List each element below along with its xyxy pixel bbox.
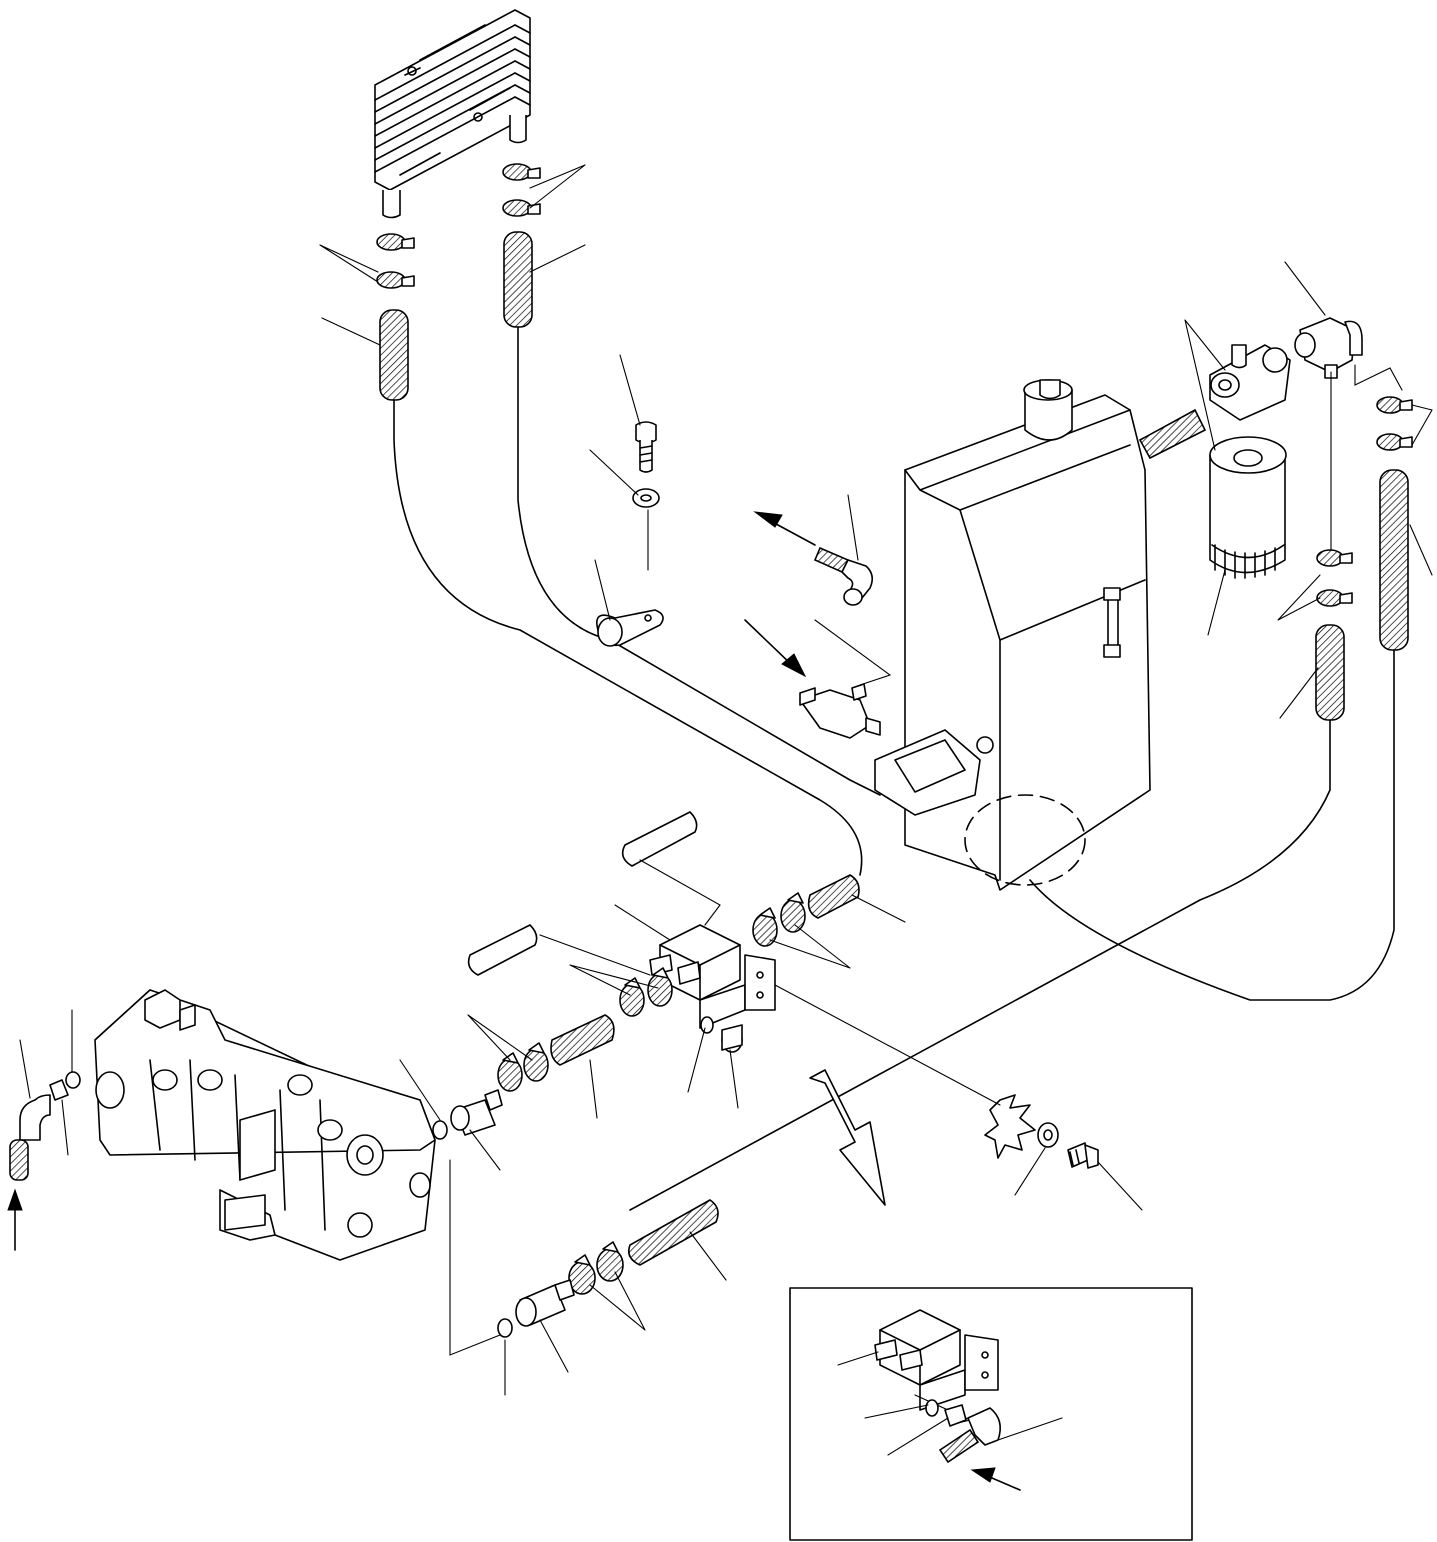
hose-clamp-manifold-1 [752, 907, 778, 947]
elbow-fitting-top-right [1294, 317, 1363, 379]
hose-lower [627, 1199, 719, 1266]
oil-cooler [374, 9, 531, 219]
adapter-inlet [49, 1071, 81, 1101]
plug-small [721, 1024, 743, 1053]
hose-manifold-upper [807, 874, 860, 919]
direction-arrow [809, 1069, 886, 1206]
hose-clamp-manifold-4 [647, 967, 673, 1007]
hose-line-left [393, 399, 863, 876]
hose-clamp-mid-right-2 [1316, 589, 1353, 607]
hose-clamp-lower-1 [568, 1254, 596, 1295]
hose-clamp-upper-left-1 [376, 233, 415, 251]
hose-filter-outlet [1315, 624, 1345, 721]
hose-clamp-manifold-3 [619, 977, 645, 1017]
bolt-lower [1067, 1142, 1099, 1169]
detail-inset [789, 1287, 1193, 1541]
inlet-elbow [9, 1094, 51, 1181]
elbow-fitting-middle [813, 546, 874, 606]
hose-clamp-right-1 [1376, 396, 1413, 414]
washer-upper [632, 488, 660, 508]
hose-return-long [1379, 469, 1409, 651]
o-ring-lower [497, 1318, 513, 1338]
hose-outline-mid [467, 924, 538, 976]
washer-lower [1037, 1122, 1059, 1148]
hose-clamp-upper-left-2 [376, 271, 415, 289]
hose-clamp-upper-right-1 [502, 163, 541, 181]
connector-lower [515, 1279, 575, 1327]
bolt-upper [635, 421, 657, 473]
hose-clamp-manifold-6 [523, 1042, 549, 1082]
filter-head [1209, 344, 1291, 421]
tee-fitting [799, 683, 881, 739]
hose-cooler-left [379, 309, 409, 401]
filter-element [1209, 436, 1287, 579]
pipe-clamp [596, 609, 664, 647]
o-ring-left [432, 1120, 448, 1140]
o-ring-small [700, 1016, 714, 1034]
hose-manifold-lower [550, 1014, 615, 1066]
leader-lines [19, 164, 1433, 1396]
hose-clamp-manifold-5 [497, 1052, 523, 1092]
hose-clamp-upper-right-2 [502, 199, 541, 217]
connector-left [450, 1089, 503, 1136]
hose-clamp-right-2 [1376, 433, 1413, 451]
control-valve [94, 989, 436, 1261]
hose-clamp-lower-2 [596, 1241, 624, 1282]
hydraulic-tank [874, 379, 1207, 891]
hose-cooler-right [503, 231, 533, 328]
hose-clamp-manifold-2 [780, 892, 806, 933]
mounting-star [984, 1094, 1036, 1159]
hose-outline-top [621, 811, 698, 867]
hose-clamp-mid-right-1 [1316, 549, 1353, 567]
manifold-block [649, 924, 776, 1029]
